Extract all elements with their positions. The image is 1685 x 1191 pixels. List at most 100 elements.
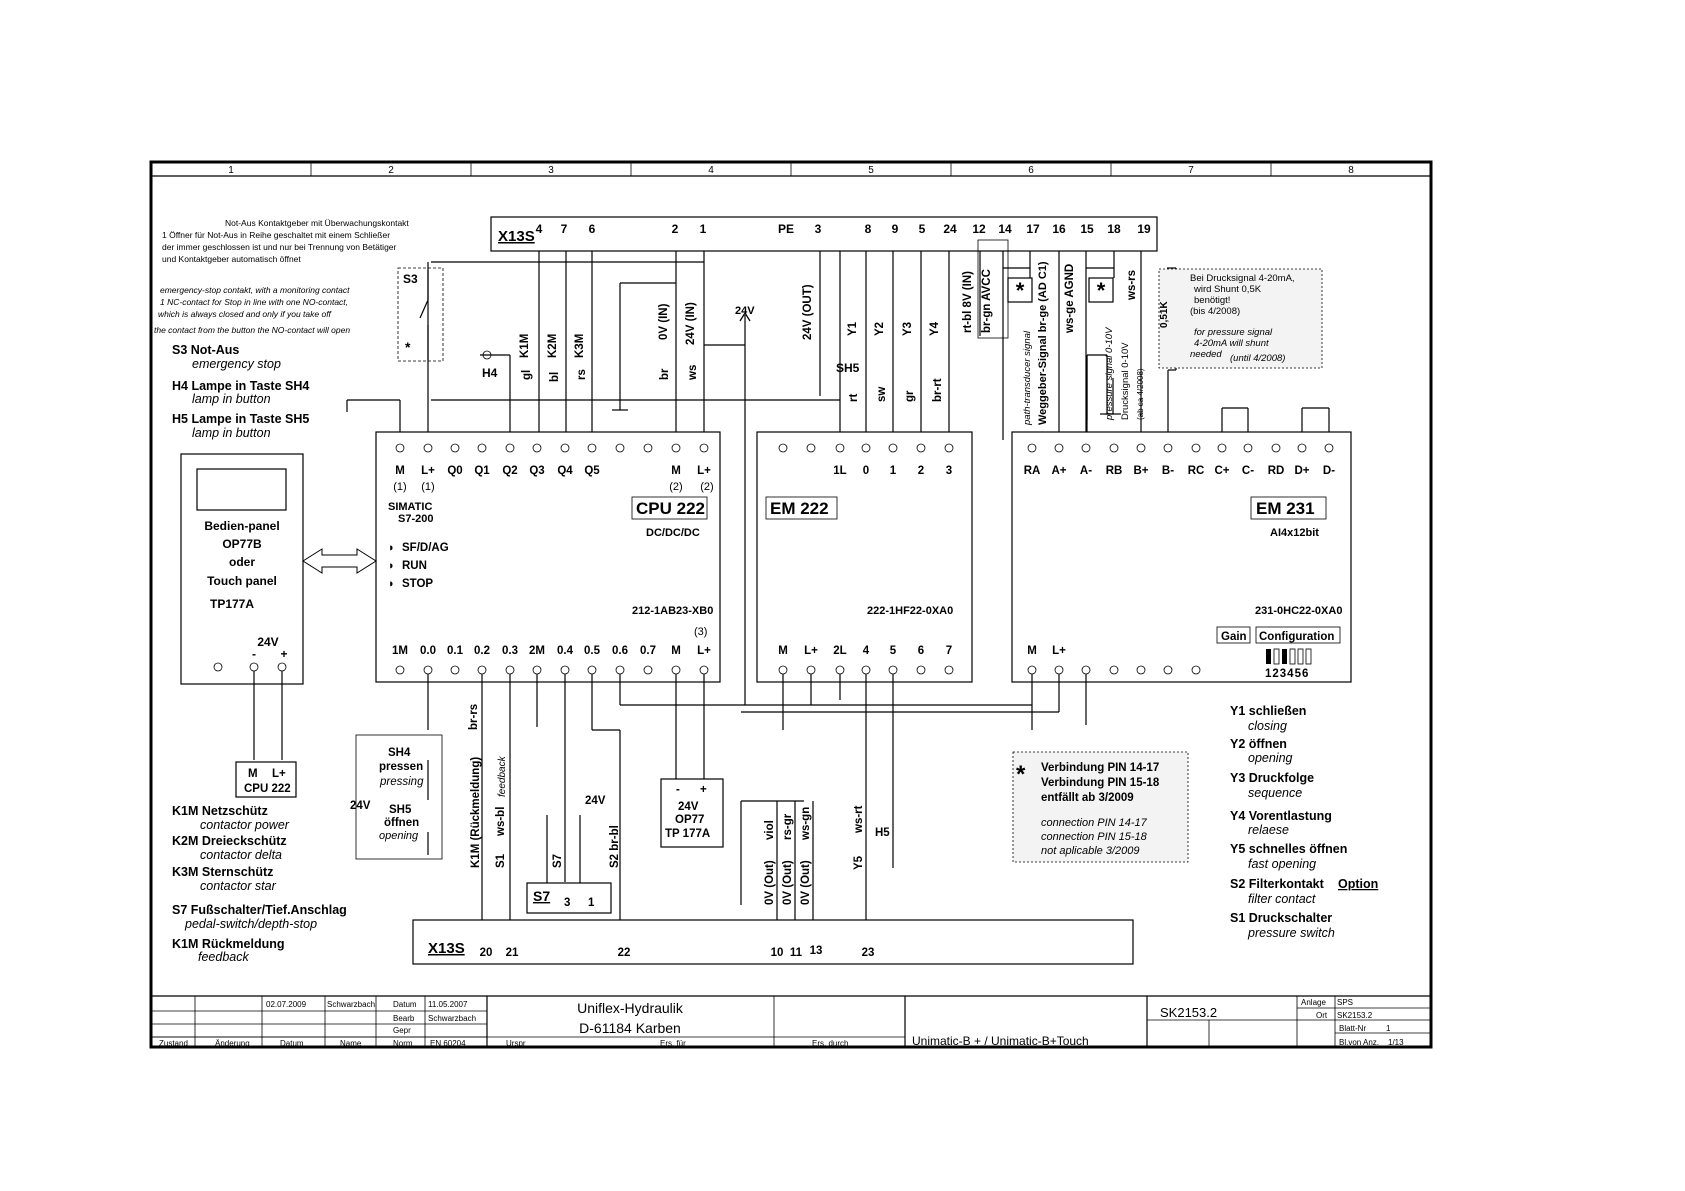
svg-text:needed: needed — [1190, 349, 1222, 360]
svg-text:13: 13 — [810, 945, 823, 957]
svg-text:Bearb: Bearb — [393, 1014, 415, 1023]
op77-box — [660, 778, 724, 848]
svg-text:22: 22 — [618, 947, 631, 959]
cpu-power-name: CPU 222 — [244, 783, 291, 795]
sh5-top-label: SH5 — [836, 361, 860, 375]
svg-text:0,51K: 0,51K — [1159, 301, 1170, 328]
svg-text:H5 Lampe in Taste SH5: H5 Lampe in Taste SH5 — [172, 412, 309, 426]
svg-text:1: 1 — [890, 465, 897, 477]
svg-text:A-: A- — [1080, 465, 1092, 477]
svg-text:Bedien-panel: Bedien-panel — [204, 519, 279, 533]
column-number: 1 — [228, 165, 234, 176]
dip-switch-numbers: 123456 — [1265, 668, 1309, 680]
svg-text:(2): (2) — [700, 481, 713, 493]
svg-text:K2M: K2M — [547, 334, 559, 358]
svg-text:not aplicable 3/2009: not aplicable 3/2009 — [1041, 845, 1139, 857]
svg-text:gr: gr — [904, 390, 916, 402]
svg-text:K1M (Rückmeldung): K1M (Rückmeldung) — [470, 757, 482, 868]
svg-text:0.4: 0.4 — [557, 645, 574, 657]
em222-top-terminals: 1L 0 1 2 3 — [833, 465, 952, 477]
svg-text:S3 Not-Aus: S3 Not-Aus — [172, 343, 239, 357]
double-arrow-icon — [302, 548, 377, 574]
svg-text:Q0: Q0 — [447, 465, 462, 477]
x13s-bottom-strip — [412, 919, 1134, 965]
svg-text:8: 8 — [865, 222, 872, 236]
s7-box — [526, 882, 612, 914]
svg-text:◗: ◗ — [388, 542, 395, 554]
svg-text:Norm: Norm — [393, 1039, 413, 1048]
svg-text:*: * — [1097, 278, 1106, 303]
svg-text:D+: D+ — [1294, 465, 1309, 477]
svg-text:S7: S7 — [552, 854, 564, 868]
svg-text:02.07.2009: 02.07.2009 — [266, 1000, 307, 1009]
wire-color-labels: gl bl rs br ws rt sw gr br-rt — [521, 365, 944, 402]
svg-text:sequence: sequence — [1248, 786, 1302, 800]
svg-text:H4: H4 — [482, 366, 498, 380]
svg-text:1 Öffner für Not-Aus in Reihe: 1 Öffner für Not-Aus in Reihe geschaltet… — [162, 230, 390, 240]
svg-text:2L: 2L — [833, 645, 846, 657]
svg-text:Ers. für: Ers. für — [660, 1039, 686, 1048]
em222-title-box — [765, 496, 838, 520]
svg-text:S1 Druckschalter: S1 Druckschalter — [1230, 911, 1332, 925]
svg-text:Bei Drucksignal 4-20mA,: Bei Drucksignal 4-20mA, — [1190, 273, 1295, 284]
svg-text:filter contact: filter contact — [1248, 892, 1316, 906]
svg-text:Ort: Ort — [1316, 1011, 1328, 1020]
svg-text:12: 12 — [972, 222, 986, 236]
svg-text:9: 9 — [892, 222, 899, 236]
svg-text:bl: bl — [549, 372, 561, 382]
svg-text:pressen: pressen — [379, 761, 423, 773]
svg-text:4: 4 — [536, 222, 543, 236]
svg-text:RUN: RUN — [402, 560, 427, 572]
svg-text:K3M: K3M — [574, 334, 586, 358]
svg-text:*: * — [1016, 278, 1025, 303]
column-ruler: 1 2 3 4 5 6 7 8 — [228, 162, 1354, 176]
svg-text:Y5 schnelles öffnen: Y5 schnelles öffnen — [1230, 842, 1347, 856]
svg-text:EN 60204: EN 60204 — [430, 1039, 466, 1048]
svg-text:6: 6 — [589, 222, 596, 236]
svg-text:+: + — [700, 784, 707, 796]
h5-lamp-label: H5 — [875, 827, 890, 839]
svg-text:K2M Dreieckschütz: K2M Dreieckschütz — [172, 834, 287, 848]
svg-text:rt: rt — [848, 394, 860, 402]
cpu-power-lp: L+ — [272, 768, 286, 780]
svg-text:contactor power: contactor power — [200, 818, 290, 832]
em231-title: EM 231 — [1256, 499, 1315, 518]
svg-text:◗: ◗ — [388, 578, 395, 590]
x13s-top-label: X13S — [498, 228, 535, 245]
svg-text:0V (Out): 0V (Out) — [782, 860, 794, 905]
svg-text:RA: RA — [1024, 465, 1041, 477]
column-number: 8 — [1348, 165, 1354, 176]
svg-text:opening: opening — [1248, 751, 1293, 765]
cpu222-top-pins — [395, 443, 709, 453]
svg-text:Zustand: Zustand — [159, 1039, 188, 1048]
title-block — [151, 995, 1431, 1047]
svg-text:L+: L+ — [697, 645, 711, 657]
svg-text:24V: 24V — [678, 801, 699, 813]
em222-order-no: 222-1HF22-0XA0 — [867, 605, 953, 617]
svg-text:benötigt!: benötigt! — [1194, 295, 1230, 306]
svg-text:7: 7 — [946, 645, 952, 657]
svg-text:1/13: 1/13 — [1388, 1038, 1404, 1047]
svg-text:RD: RD — [1268, 465, 1285, 477]
svg-text:opening: opening — [379, 830, 419, 842]
svg-text:(1): (1) — [421, 481, 434, 493]
svg-text:br-rt: br-rt — [932, 378, 944, 402]
em231-config-label: Configuration — [1259, 631, 1334, 643]
svg-text:br: br — [659, 368, 671, 380]
svg-text:RC: RC — [1188, 465, 1205, 477]
svg-text:2M: 2M — [529, 645, 545, 657]
legend-left-bottom: K1M Netzschütz contactor power K2M Dreie… — [172, 804, 347, 964]
svg-text:RB: RB — [1106, 465, 1123, 477]
product-name: Unimatic-B + / Unimatic-B+Touch — [912, 1034, 1089, 1048]
svg-text:S3: S3 — [403, 272, 418, 286]
svg-text:entfällt ab 3/2009: entfällt ab 3/2009 — [1041, 792, 1134, 804]
svg-text:which is always closed and onl: which is always closed and only if you t… — [158, 309, 333, 319]
svg-text:0V (IN): 0V (IN) — [658, 303, 670, 340]
svg-text:M: M — [671, 465, 681, 477]
svg-text:Datum: Datum — [393, 1000, 417, 1009]
svg-text:S1: S1 — [495, 853, 507, 868]
svg-text:Y2: Y2 — [874, 322, 886, 336]
svg-text:for pressure signal: for pressure signal — [1194, 327, 1273, 338]
svg-text:1 NC-contact for Stop in line: 1 NC-contact for Stop in line with one N… — [160, 297, 348, 307]
svg-text:emergency-stop contakt, with a: emergency-stop contakt, with a monitorin… — [160, 285, 350, 295]
